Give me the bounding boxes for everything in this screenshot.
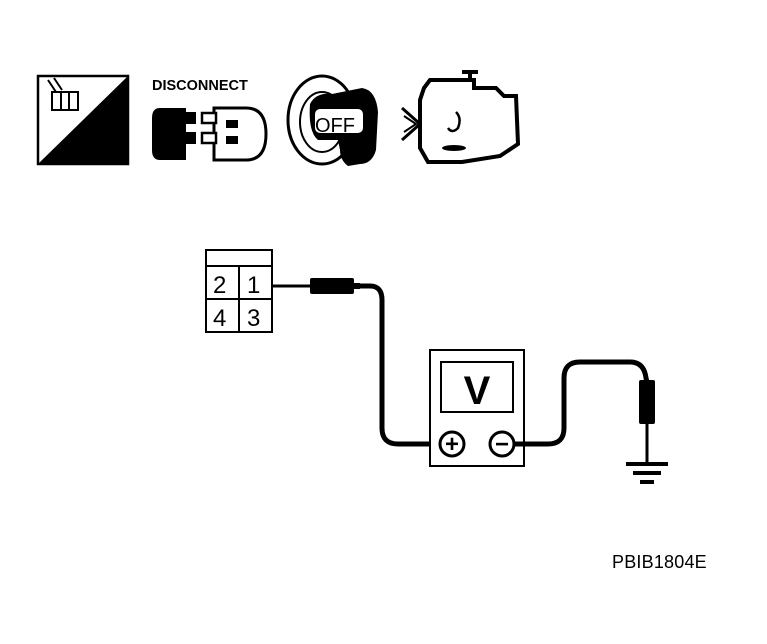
disconnect-icon: DISCONNECT (152, 78, 268, 162)
positive-terminal-label: + (445, 431, 459, 458)
voltmeter: V + − (429, 349, 525, 467)
voltmeter-label: V (464, 369, 491, 413)
ground-symbol-icon (626, 462, 668, 484)
terminal-3-label: 3 (247, 305, 260, 332)
ignition-key-off-icon: OFF (286, 74, 378, 166)
harness-connector: 2 1 4 3 (205, 249, 273, 333)
negative-terminal-label: − (495, 431, 509, 458)
figure-id: PBIB1804E (612, 552, 707, 572)
positive-test-lead (272, 278, 438, 447)
terminal-4-label: 4 (213, 305, 226, 332)
terminal-2-label: 2 (213, 272, 226, 299)
ts-label: T.S. (79, 142, 112, 163)
ignition-off-label: OFF (315, 115, 355, 137)
engine-stopped-icon (401, 70, 521, 164)
negative-test-lead (514, 359, 655, 462)
disconnect-label: DISCONNECT (152, 78, 248, 94)
ts-icon: T.S. (36, 74, 130, 166)
terminal-1-label: 1 (247, 272, 260, 299)
positive-terminal (438, 430, 466, 458)
